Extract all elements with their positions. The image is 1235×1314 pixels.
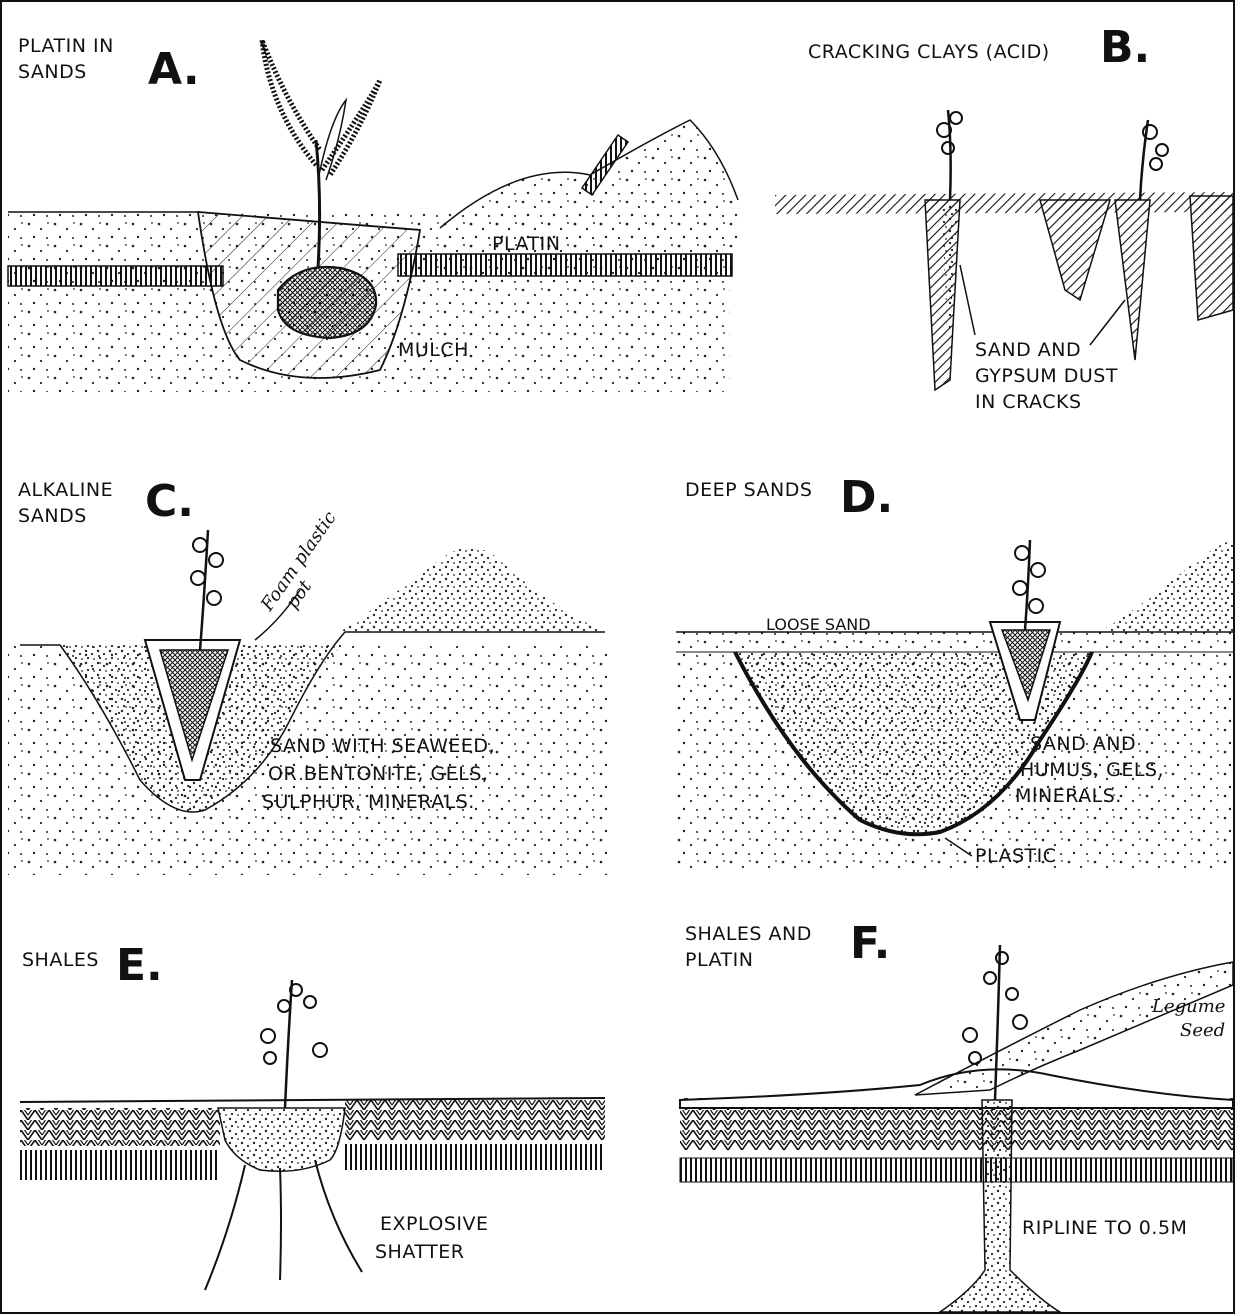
panel-e-shale-lower-left (20, 1150, 220, 1180)
panel-e-label-line1: EXPLOSIVE (380, 1213, 489, 1235)
panel-e-shale-upper-left (20, 1108, 220, 1146)
panel-f-label-legume-line1: Legume (1151, 996, 1225, 1017)
panel-e-fracture-3 (315, 1160, 362, 1272)
panel-c-letter: C. (145, 476, 194, 527)
panel-b-title: CRACKING CLAYS (ACID) (808, 41, 1050, 63)
panel-d-label-line3: MINERALS. (1015, 785, 1122, 807)
panel-f-label-legume-line2: Seed (1180, 1020, 1225, 1041)
panel-a-leaf-right (322, 80, 380, 175)
panel-d-mound (1100, 540, 1233, 632)
panel-b-letter: B. (1100, 22, 1150, 73)
panel-c-label-line2: OR BENTONITE, GELS, (268, 763, 488, 785)
panel-c-mound (340, 548, 605, 633)
panel-e-fracture-1 (205, 1165, 245, 1290)
panel-d-label-loose: LOOSE SAND (766, 615, 871, 634)
panel-e-label-line2: SHATTER (375, 1241, 464, 1263)
panel-b-crack-4 (1190, 196, 1233, 320)
panel-a-root-ball (278, 267, 376, 338)
panel-c: ALKALINE SANDS C. Foam plastic pot SAND … (8, 476, 608, 875)
panel-f-letter: F. (850, 918, 890, 969)
panel-b: CRACKING CLAYS (ACID) B. SAND AND GYPSUM… (775, 22, 1233, 413)
panel-f-label-ripline: RIPLINE TO 0.5M (1022, 1217, 1187, 1239)
panel-a-title-line2: SANDS (18, 61, 87, 83)
panel-e-letter: E. (116, 940, 163, 991)
panel-e-fracture-2 (280, 1168, 281, 1280)
panel-e-shale-lower-right (345, 1144, 605, 1170)
panel-b-crack-3 (1115, 200, 1150, 360)
panel-f-shale-lower (680, 1158, 1233, 1182)
panel-d-label-line2: HUMUS, GELS, (1020, 759, 1164, 781)
panel-d: DEEP SANDS D. LOOSE SAND SAND AND HUMUS,… (676, 472, 1233, 872)
panel-c-title-line2: SANDS (18, 505, 87, 527)
panel-a-label-mulch: MULCH (398, 339, 469, 361)
panel-f-title-line1: SHALES AND (685, 923, 812, 945)
panel-e-shatter-zone (218, 1108, 345, 1171)
panel-a: PLATIN IN SANDS A. PLATIN MULCH (8, 35, 738, 392)
panel-a-label-platin: PLATIN (492, 233, 560, 255)
panel-a-leaf-left (262, 40, 320, 165)
panel-e-plant (285, 980, 292, 1108)
panel-a-letter: A. (148, 44, 200, 95)
panel-b-label-line2: GYPSUM DUST (975, 365, 1118, 387)
panel-f-title-line2: PLATIN (685, 949, 753, 971)
panel-d-letter: D. (840, 472, 893, 523)
panel-c-label-line3: SULPHUR, MINERALS. (262, 791, 475, 813)
panel-a-title-line1: PLATIN IN (18, 35, 114, 57)
panel-c-label-line1: SAND WITH SEAWEED, (270, 735, 495, 757)
panel-d-label-plastic: PLASTIC (975, 845, 1057, 867)
panel-b-label-line3: IN CRACKS (975, 391, 1082, 413)
panel-d-label-line1: SAND AND (1030, 733, 1136, 755)
panel-f: SHALES AND PLATIN F. Legume Seed RIPLINE… (680, 918, 1233, 1312)
panel-e: SHALES E. EXPLOSIVE SHATTER (20, 940, 605, 1290)
panel-c-title-line1: ALKALINE (18, 479, 113, 501)
panel-b-label-line1: SAND AND (975, 339, 1081, 361)
panel-e-shale-upper-right (345, 1100, 605, 1140)
panel-d-title: DEEP SANDS (685, 479, 812, 501)
panel-a-platin-layer-right (398, 254, 732, 276)
panel-e-title: SHALES (22, 949, 99, 971)
panel-b-clay-surface (775, 192, 1233, 214)
panel-a-platin-layer-left (8, 266, 223, 286)
panel-b-crack-2 (1040, 200, 1110, 300)
